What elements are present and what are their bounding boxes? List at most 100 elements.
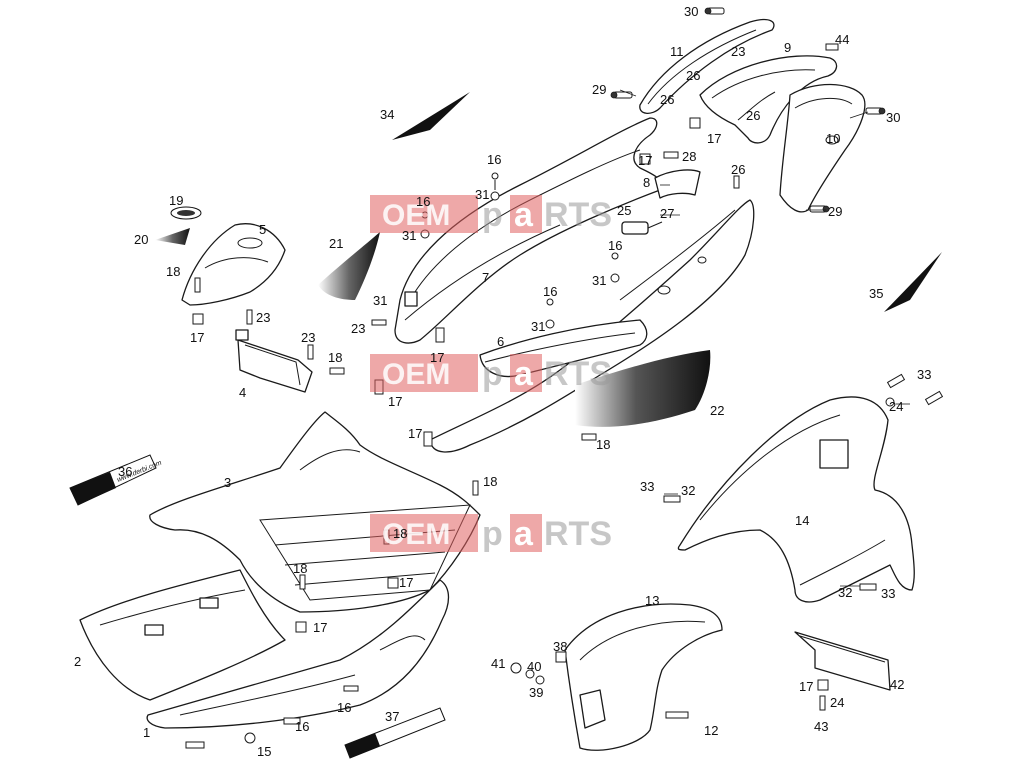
callout-30: 30 [684, 4, 698, 19]
callout-31: 31 [402, 228, 416, 243]
callout-33: 33 [640, 479, 654, 494]
callout-17: 17 [799, 679, 813, 694]
callout-36: 36 [118, 464, 132, 479]
watermark-2: OEM p a RTS [370, 354, 612, 393]
callout-35: 35 [869, 286, 883, 301]
callout-10: 10 [826, 131, 840, 146]
callout-39: 39 [529, 685, 543, 700]
callout-31: 31 [475, 187, 489, 202]
part-8-bracket [654, 169, 701, 199]
decal-19 [170, 206, 202, 220]
part-5-front-cover [181, 223, 286, 306]
callout-17: 17 [638, 153, 652, 168]
callout-17: 17 [399, 575, 413, 590]
screw-23-a [371, 319, 387, 326]
clip-17-d [423, 431, 433, 447]
screw-26 [733, 175, 740, 189]
screw-18-d [472, 480, 479, 496]
decal-35 [884, 252, 942, 312]
leader-lines [619, 89, 910, 587]
callout-12: 12 [704, 723, 718, 738]
clip-17-b [435, 327, 445, 343]
decal-37 [344, 707, 446, 759]
callout-18: 18 [483, 474, 497, 489]
callout-24: 24 [889, 399, 903, 414]
decal-34 [392, 92, 470, 140]
callout-29: 29 [592, 82, 606, 97]
callout-6: 6 [497, 334, 504, 349]
screw-24 [885, 397, 895, 407]
svg-text:p: p [482, 355, 503, 393]
callout-18: 18 [293, 561, 307, 576]
clip-17-i [817, 679, 829, 691]
screw-12 [665, 711, 689, 719]
callout-32: 32 [838, 585, 852, 600]
callout-28: 28 [682, 149, 696, 164]
callout-2: 2 [74, 654, 81, 669]
watermark-1: OEM p a RTS [370, 195, 612, 234]
screw-1 [185, 741, 205, 749]
screw-28 [663, 151, 679, 159]
screw-16-d [545, 298, 555, 329]
svg-text:a: a [514, 355, 534, 393]
callout-14: 14 [795, 513, 809, 528]
callout-17: 17 [388, 394, 402, 409]
svg-text:p: p [482, 196, 503, 234]
callout-9: 9 [784, 40, 791, 55]
callout-21: 21 [329, 236, 343, 251]
svg-text:p: p [482, 515, 503, 553]
svg-text:a: a [514, 515, 534, 553]
screw-33-d [859, 583, 877, 591]
watermark-3: OEM p a RTS [370, 514, 612, 553]
callout-8: 8 [643, 175, 650, 190]
callouts: 30 44 11 23 9 26 29 26 26 30 34 17 10 28… [74, 4, 931, 759]
screw-16-bottom [283, 717, 301, 725]
part-10-tail-panel [779, 83, 866, 213]
clip-38 [555, 651, 567, 663]
part-14-front-fender [677, 396, 915, 603]
callout-37: 37 [385, 709, 399, 724]
callout-20: 20 [134, 232, 148, 247]
callout-42: 42 [890, 677, 904, 692]
part-4-support-bracket [235, 329, 313, 393]
callout-17: 17 [408, 426, 422, 441]
screw-18-a [194, 277, 201, 293]
callout-33: 33 [917, 367, 931, 382]
callout-34: 34 [380, 107, 394, 122]
screw-18-c [581, 433, 597, 441]
screw-23-b [246, 309, 253, 325]
screw-23-c [307, 344, 314, 360]
svg-text:OEM: OEM [382, 358, 450, 391]
screw-33-b [924, 390, 944, 406]
washer-39 [535, 675, 545, 685]
nut-40 [525, 669, 535, 679]
clip-17-h [689, 117, 701, 129]
part-2-lower-side-panel [79, 569, 286, 701]
clip-17-f [295, 621, 307, 633]
svg-text:OEM: OEM [382, 199, 450, 232]
svg-text:OEM: OEM [382, 518, 450, 551]
screw-30-right [865, 107, 886, 115]
clip-17-e [387, 577, 399, 589]
part-1-under-panel [146, 579, 450, 729]
callout-40: 40 [527, 659, 541, 674]
callout-31: 31 [592, 273, 606, 288]
callout-18: 18 [328, 350, 342, 365]
screw-16-a [490, 172, 500, 201]
screw-30-top [704, 7, 725, 15]
callout-43: 43 [814, 719, 828, 734]
screw-33-c [663, 495, 681, 503]
callout-16: 16 [543, 284, 557, 299]
part-42-plate [794, 631, 891, 691]
part-13-rear-fender [564, 603, 723, 751]
callout-4: 4 [239, 385, 246, 400]
svg-text:a: a [514, 196, 534, 234]
screw-18-f [299, 574, 306, 590]
callout-18: 18 [166, 264, 180, 279]
callout-24: 24 [830, 695, 844, 710]
part-9-rear-cowl [699, 55, 838, 144]
callout-17: 17 [430, 350, 444, 365]
callout-41: 41 [491, 656, 505, 671]
callout-23: 23 [301, 330, 315, 345]
callout-27: 27 [660, 206, 674, 221]
